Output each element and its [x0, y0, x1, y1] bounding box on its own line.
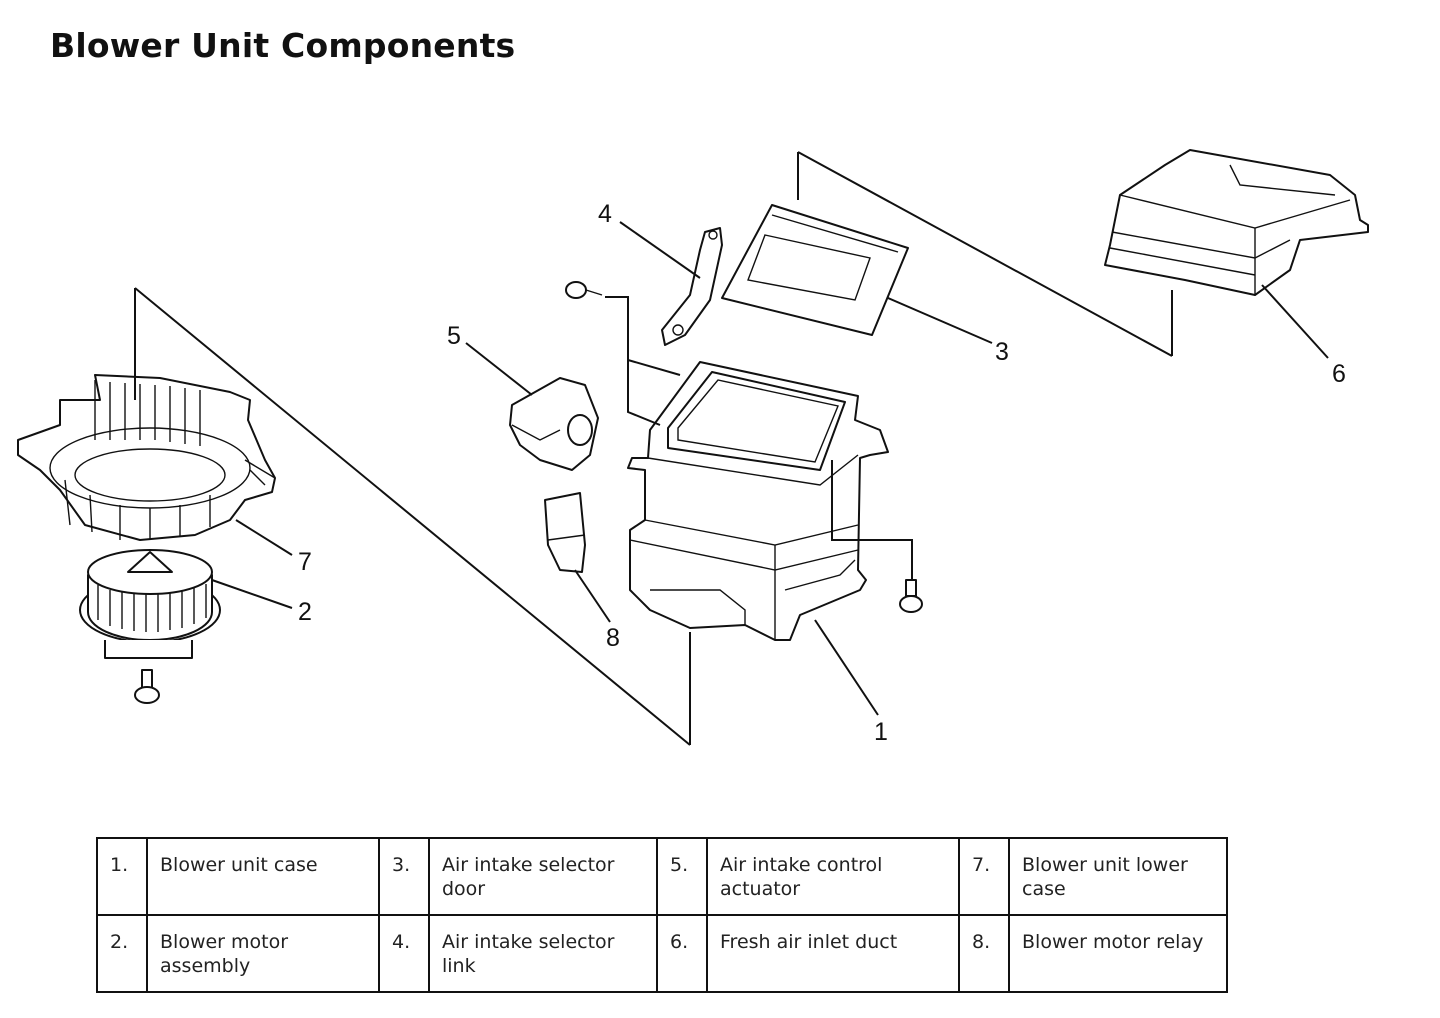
legend-label: Blower motor assembly: [146, 914, 380, 993]
exploded-diagram: 1 2 3 4 5 6 7 8: [17, 149, 1369, 746]
callout-numbers: 1 2 3 4 5 6 7 8: [298, 200, 1346, 746]
air-intake-selector-link: [661, 227, 723, 346]
legend-label: Air intake control actuator: [706, 837, 960, 916]
legend-number: 5.: [656, 837, 708, 916]
legend-row: 2. Blower motor assembly 4. Air intake s…: [96, 914, 1228, 993]
legend-label: Blower unit lower case: [1008, 837, 1228, 916]
air-intake-control-actuator: [509, 377, 599, 471]
air-intake-selector-door: [721, 204, 909, 336]
callout-5: 5: [447, 322, 461, 350]
callout-6: 6: [1332, 360, 1346, 388]
callout-leaders: [211, 221, 1329, 716]
assembly-lines: [134, 151, 1173, 746]
legend-label: Blower motor relay: [1008, 914, 1228, 993]
legend-number: 6.: [656, 914, 708, 993]
blower-unit-lower-case: [17, 374, 276, 541]
legend-number: 7.: [958, 837, 1010, 916]
legend-label: Blower unit case: [146, 837, 380, 916]
callout-1: 1: [874, 718, 888, 746]
page-title: Blower Unit Components: [50, 26, 516, 65]
callout-8: 8: [606, 624, 620, 652]
legend-row: 1. Blower unit case 3. Air intake select…: [96, 837, 1228, 916]
legend-label: Air intake selector link: [428, 914, 658, 993]
legend-number: 4.: [378, 914, 430, 993]
legend-number: 8.: [958, 914, 1010, 993]
callout-7: 7: [298, 548, 312, 576]
legend-label: Air intake selector door: [428, 837, 658, 916]
blower-unit-case: [565, 281, 923, 641]
callout-3: 3: [995, 338, 1009, 366]
legend-label: Fresh air inlet duct: [706, 914, 960, 993]
legend-number: 1.: [96, 837, 148, 916]
component-legend-table: 1. Blower unit case 3. Air intake select…: [96, 837, 1228, 993]
fresh-air-inlet-duct: [1104, 149, 1369, 296]
blower-motor-assembly: [79, 549, 221, 704]
callout-2: 2: [298, 598, 312, 626]
callout-4: 4: [598, 200, 612, 228]
legend-number: 3.: [378, 837, 430, 916]
blower-motor-relay: [544, 492, 586, 573]
legend-number: 2.: [96, 914, 148, 993]
